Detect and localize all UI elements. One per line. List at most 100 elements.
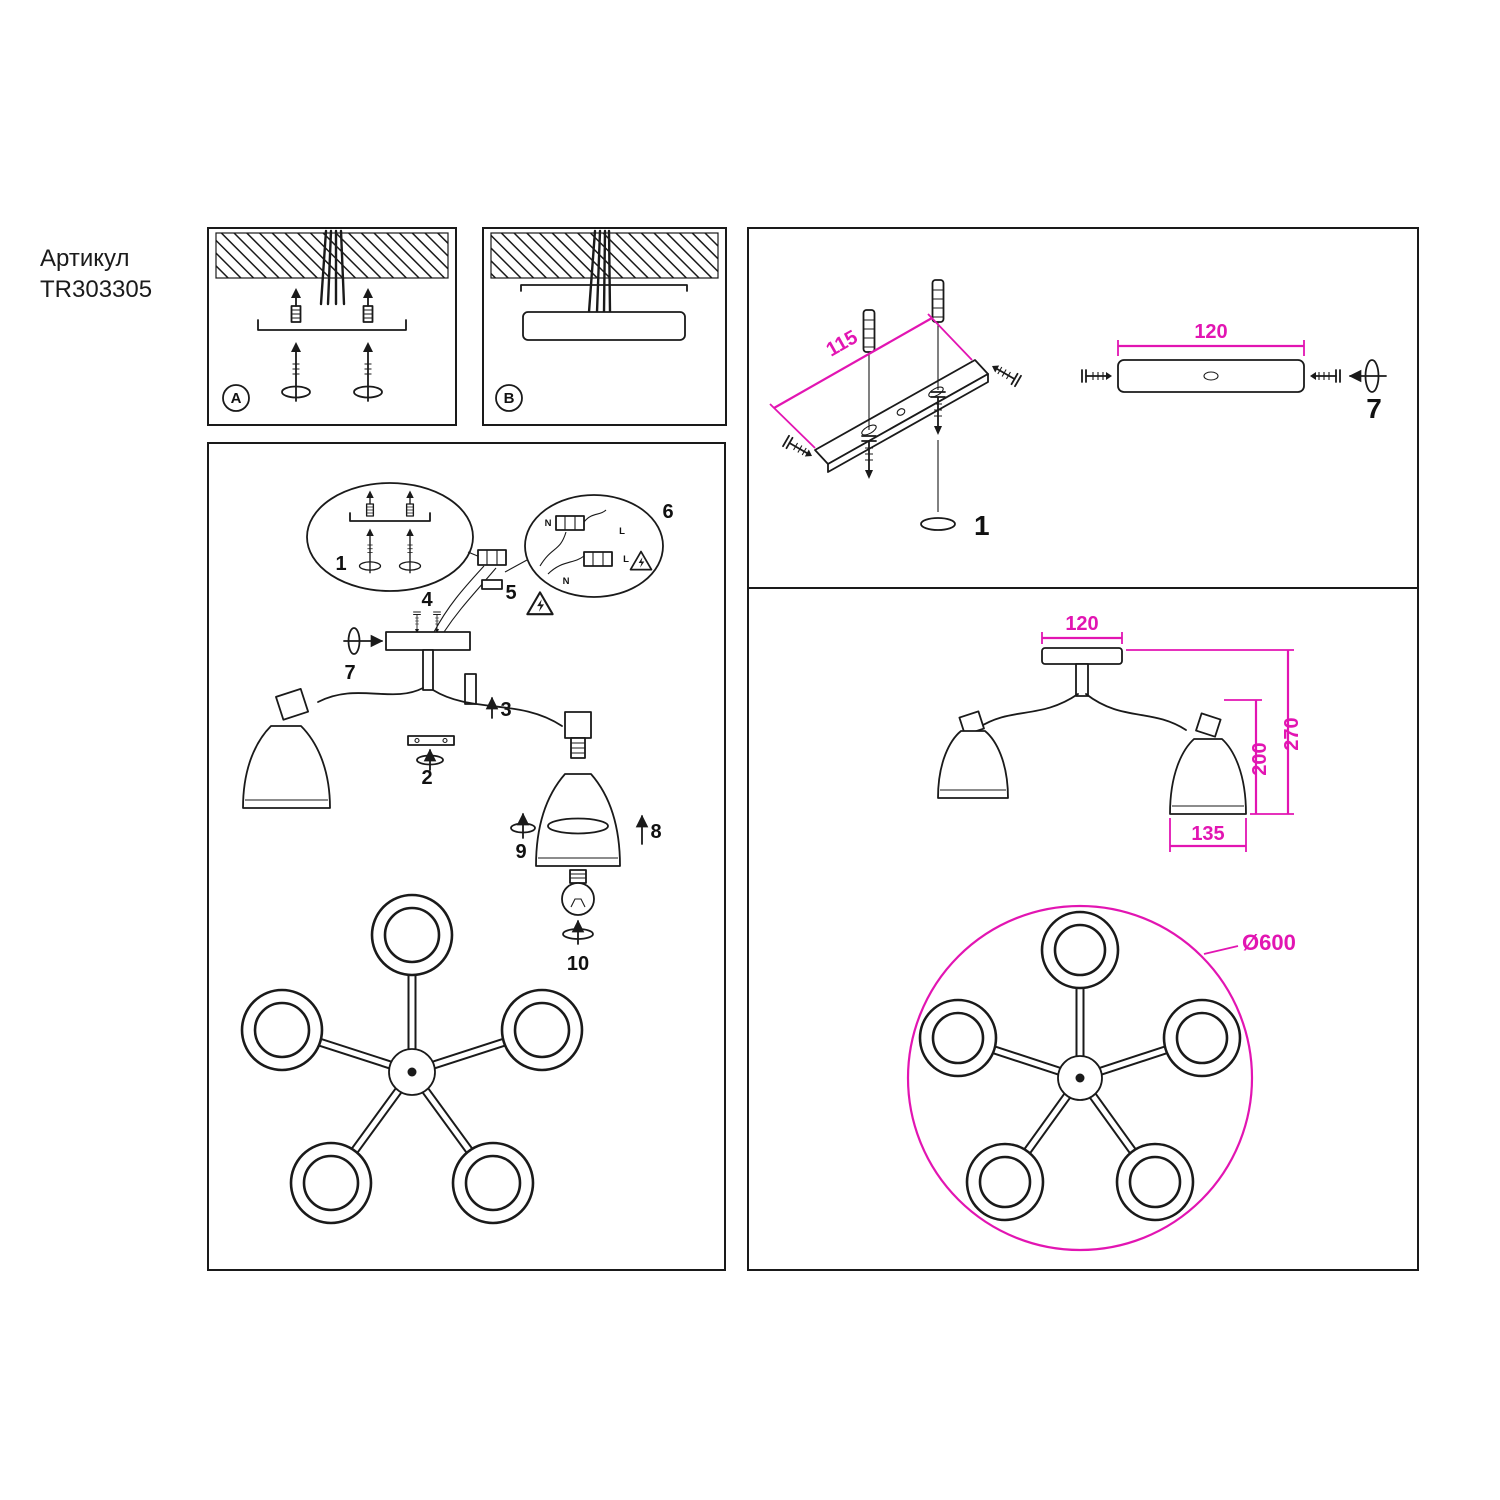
- side-view: 120 270 200 135: [937, 613, 1303, 852]
- hub-dot: [407, 1067, 417, 1077]
- electric-warning-icon: [629, 550, 653, 571]
- dim-115-label: 115: [823, 326, 862, 361]
- lamp-socket: [1195, 712, 1222, 738]
- canopy-assembly: 4 5 7 3 2: [343, 549, 554, 789]
- step-7-label: 7: [344, 662, 355, 684]
- bracket-3d: [782, 359, 1022, 473]
- screw-icon: [1081, 369, 1113, 383]
- panel-a-badge: [222, 384, 250, 412]
- step-4-label: 4: [421, 589, 433, 611]
- screw-in-icon: [398, 527, 422, 574]
- ceiling-wires: [319, 229, 346, 306]
- screw-in-icon: [358, 527, 382, 574]
- lamp-ring: [370, 893, 454, 977]
- bottom-view: [240, 893, 584, 1225]
- filament: [570, 898, 586, 908]
- stem: [422, 649, 434, 691]
- canopy-plate: [522, 311, 686, 341]
- lamp-ring: [1115, 1142, 1195, 1222]
- lamp-arm: [977, 693, 1079, 729]
- step-3-label: 3: [500, 699, 511, 721]
- dimensions-panel: 120 270 200 135: [747, 587, 1419, 1271]
- panel-b-label: B: [504, 390, 515, 407]
- panel-a-frame: [207, 227, 457, 426]
- step-1-big-label: 1: [974, 510, 990, 541]
- lamp-shade: [242, 725, 331, 809]
- wire-neutral-label: N: [545, 518, 552, 529]
- article-number: TR303305: [40, 276, 152, 303]
- lamp-ring: [965, 1142, 1045, 1222]
- retaining-ring: [547, 817, 609, 835]
- wires: [539, 509, 607, 575]
- ceiling-hatch: [215, 232, 449, 279]
- wire-neutral-label: N: [563, 576, 570, 587]
- lamp-ring: [1040, 910, 1120, 990]
- lamp-shade: [937, 730, 1009, 799]
- terminal-block: [583, 551, 613, 567]
- bulb-base: [569, 869, 587, 884]
- lamp-shade: [535, 773, 621, 867]
- ceiling-wires: [587, 229, 612, 314]
- lamp-ring: [451, 1141, 535, 1225]
- lamp-ring: [500, 988, 584, 1072]
- main-panel-frame: [207, 442, 726, 1271]
- lamp-arm: [1085, 693, 1187, 731]
- lamp-socket: [564, 711, 592, 739]
- right-arm-assembly: 9 8 10: [432, 689, 662, 975]
- step-10-label: 10: [567, 953, 589, 975]
- lower-bracket: [407, 735, 455, 746]
- article-block: Артикул TR303305: [40, 245, 152, 303]
- center-hole: [1203, 371, 1219, 381]
- panel-b-badge: [495, 384, 523, 412]
- wires: [433, 565, 497, 633]
- panel-b: B: [482, 227, 727, 426]
- mounting-panel: 1 115 120 7: [747, 227, 1419, 589]
- lamp-ring: [289, 1141, 373, 1225]
- step-8-label: 8: [650, 821, 661, 843]
- lamp-arm: [432, 689, 563, 727]
- cable-clamp: [481, 579, 503, 590]
- lamp-socket: [275, 687, 310, 721]
- screw-icon: [988, 359, 1022, 388]
- leader-line: [504, 559, 528, 573]
- left-arm-assembly: [242, 687, 424, 809]
- rotation-icon: [920, 517, 956, 531]
- dimensions-panel-frame: [747, 587, 1419, 1271]
- lamp-arm: [317, 687, 424, 703]
- dim-600-label: Ø600: [1242, 930, 1296, 955]
- lamp-shade: [1169, 738, 1247, 815]
- guide-lines: [868, 322, 939, 430]
- wiring-detail-balloon: N L N L 6: [504, 494, 674, 598]
- canopy-plate: [1041, 647, 1123, 665]
- hub-dot: [1075, 1073, 1085, 1083]
- dim-120b-label: 120: [1065, 613, 1098, 635]
- ceiling-plate: [385, 631, 471, 651]
- bottom-view-dimensioned: Ø600: [906, 904, 1296, 1252]
- mounting-panel-frame: [747, 227, 1419, 589]
- mounting-bracket: [349, 512, 431, 522]
- main-assembly-panel: 1 N L N L 6 4: [207, 442, 726, 1271]
- lamp-ring: [1162, 998, 1242, 1078]
- mounting-bracket: [520, 284, 688, 292]
- step-6-label: 6: [662, 501, 673, 523]
- step-1-label: 1: [335, 553, 346, 575]
- lamp-ring: [918, 998, 998, 1078]
- lamp-ring: [240, 988, 324, 1072]
- wall-anchor-icon: [862, 309, 876, 353]
- panel-a: A: [207, 227, 457, 426]
- terminal-block: [477, 549, 507, 566]
- dim-135-label: 135: [1191, 823, 1224, 845]
- screw-in-icon: [281, 341, 311, 402]
- step-5-label: 5: [505, 582, 516, 604]
- dim-200-label: 200: [1249, 742, 1271, 775]
- stem: [1075, 663, 1089, 697]
- dim-120-label: 120: [1194, 321, 1227, 343]
- screw-icon: [413, 611, 421, 634]
- wall-anchor-icon: [365, 489, 375, 517]
- screw-in-icon: [353, 341, 383, 402]
- canopy-plate: [1117, 359, 1305, 393]
- wall-anchor-icon: [931, 279, 945, 323]
- dim-270-label: 270: [1281, 717, 1303, 750]
